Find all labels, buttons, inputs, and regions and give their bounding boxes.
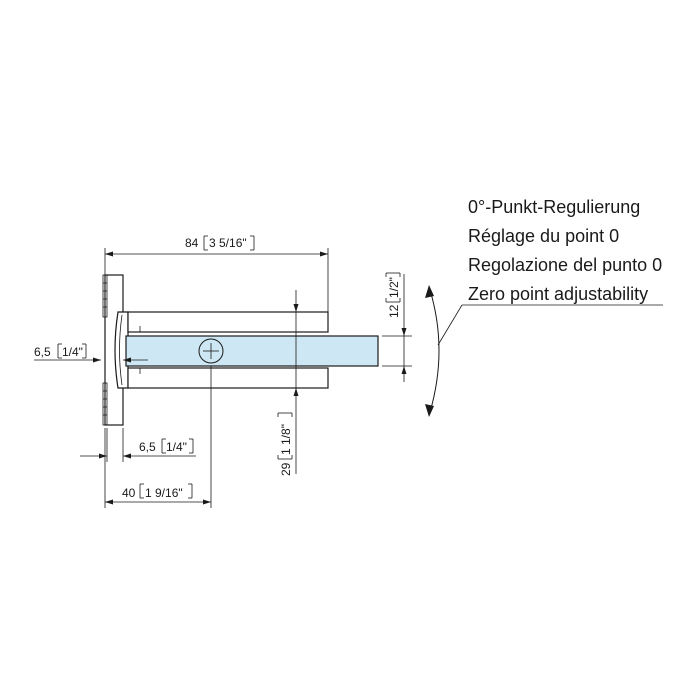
glass-thickness-mm: 12 [387, 304, 401, 318]
base-depth-inch: 1 9/16" [145, 486, 183, 500]
note-french: Réglage du point 0 [468, 226, 619, 246]
dim-plate-thickness: 6,5 1/4" [34, 343, 148, 363]
zero-point-note: 0°-Punkt-Regulierung Réglage du point 0 … [468, 197, 662, 304]
spacer-thickness-inch: 1/4" [166, 440, 187, 454]
dim-overall-length: 84 3 5/16" [104, 235, 329, 312]
dim-glass-thickness: 12 1/2" [382, 272, 412, 382]
note-english: Zero point adjustability [468, 284, 648, 304]
note-italian: Regolazione del punto 0 [468, 255, 662, 275]
overall-length-inch: 3 5/16" [209, 236, 247, 250]
note-german: 0°-Punkt-Regulierung [468, 197, 640, 217]
base-depth-mm: 40 [122, 486, 136, 500]
dim-spacer-thickness: 6,5 1/4" [80, 428, 196, 462]
adjustment-arc [425, 285, 663, 417]
clamp-height-mm: 29 [279, 462, 293, 476]
glass-thickness-inch: 1/2" [387, 277, 401, 298]
glass-pane [125, 335, 379, 367]
clamp-body [127, 311, 329, 389]
clamp-height-inch: 1 1/8" [279, 424, 293, 455]
spacer-thickness-mm: 6,5 [139, 440, 156, 454]
overall-length-mm: 84 [185, 236, 199, 250]
dim-clamp-height: 29 1 1/8" [277, 290, 299, 476]
dim-base-depth: 40 1 9/16" [104, 366, 212, 508]
plate-thickness-mm: 6,5 [34, 345, 51, 359]
wall-plate [102, 274, 129, 426]
plate-thickness-inch: 1/4" [62, 345, 83, 359]
